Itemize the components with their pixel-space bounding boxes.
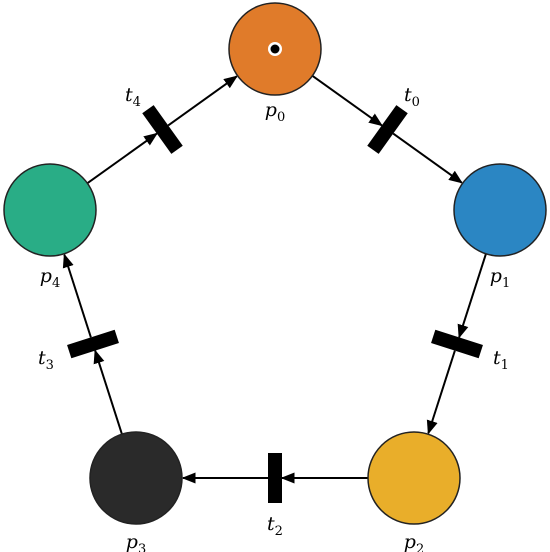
token-p0	[270, 44, 280, 54]
place-label-p3: p3	[126, 531, 146, 552]
transition-t3	[67, 329, 119, 359]
place-p2	[367, 431, 461, 525]
place-p3	[89, 431, 183, 525]
arcs-layer	[62, 74, 487, 484]
place-p4	[3, 163, 97, 257]
arc-t0-p1	[392, 132, 463, 184]
arc-t4-p0	[167, 75, 238, 127]
arc-p1-t1	[457, 253, 487, 339]
place-label-p2: p2	[404, 531, 424, 552]
arc-t1-p2	[426, 350, 456, 435]
place-label-p4: p4	[40, 265, 60, 291]
place-label-p0: p0	[265, 99, 285, 125]
transitions-layer	[67, 105, 483, 503]
transition-t2	[268, 453, 282, 503]
transition-label-t2: t2	[267, 513, 283, 539]
transition-label-t1: t1	[493, 347, 509, 373]
arc-p4-t4	[86, 132, 158, 185]
arc-t3-p4	[62, 253, 92, 338]
labels-layer: p0 p1 p2 p3 p4 t0 t1 t2 t3 t4	[38, 84, 510, 552]
transition-label-t4: t4	[125, 84, 141, 110]
transition-label-t3: t3	[38, 347, 54, 373]
place-label-p1: p1	[490, 265, 510, 291]
transition-t4	[142, 105, 183, 154]
transition-label-t0: t0	[404, 84, 420, 110]
place-p1	[453, 163, 547, 257]
arc-p3-t3	[93, 349, 123, 435]
arc-p0-t0	[311, 74, 383, 127]
transition-t0	[367, 105, 408, 154]
places-layer	[3, 2, 547, 525]
transition-t1	[431, 329, 483, 359]
